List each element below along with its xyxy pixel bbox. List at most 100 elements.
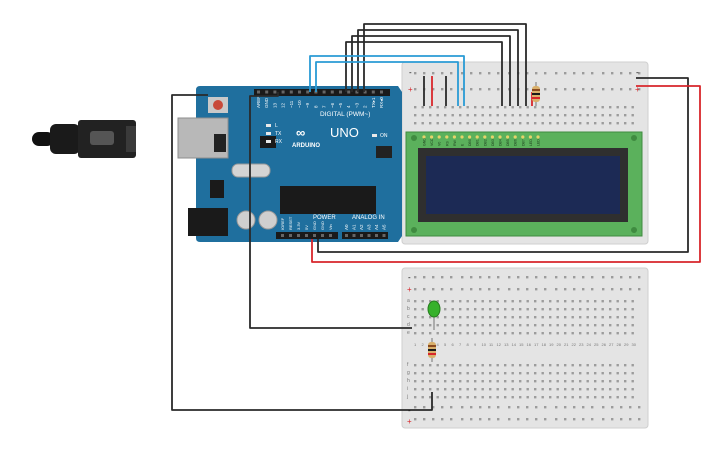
rail-hole[interactable] bbox=[497, 418, 500, 421]
row-hole[interactable] bbox=[414, 372, 417, 375]
row-hole[interactable] bbox=[444, 380, 447, 383]
row-hole[interactable] bbox=[489, 388, 492, 391]
row-hole[interactable] bbox=[631, 324, 634, 327]
analog-pin[interactable] bbox=[345, 234, 348, 237]
row-hole[interactable] bbox=[444, 114, 447, 117]
row-hole[interactable] bbox=[474, 396, 477, 399]
row-hole[interactable] bbox=[526, 316, 529, 319]
row-hole[interactable] bbox=[594, 332, 597, 335]
row-hole[interactable] bbox=[421, 324, 424, 327]
rail-hole[interactable] bbox=[414, 288, 417, 291]
row-hole[interactable] bbox=[504, 372, 507, 375]
rail-hole[interactable] bbox=[497, 406, 500, 409]
row-hole[interactable] bbox=[594, 396, 597, 399]
row-hole[interactable] bbox=[436, 106, 439, 109]
rail-hole[interactable] bbox=[461, 72, 464, 75]
row-hole[interactable] bbox=[594, 388, 597, 391]
row-hole[interactable] bbox=[579, 396, 582, 399]
row-hole[interactable] bbox=[436, 300, 439, 303]
row-hole[interactable] bbox=[601, 388, 604, 391]
power-pin[interactable] bbox=[289, 234, 292, 237]
row-hole[interactable] bbox=[549, 380, 552, 383]
rail-hole[interactable] bbox=[450, 72, 453, 75]
digital-pin[interactable] bbox=[289, 90, 293, 94]
rail-hole[interactable] bbox=[591, 88, 594, 91]
row-hole[interactable] bbox=[526, 332, 529, 335]
rail-hole[interactable] bbox=[470, 418, 473, 421]
row-hole[interactable] bbox=[594, 316, 597, 319]
rail-hole[interactable] bbox=[470, 72, 473, 75]
resistor-bottom[interactable] bbox=[428, 338, 436, 362]
rail-hole[interactable] bbox=[414, 276, 417, 279]
row-hole[interactable] bbox=[601, 114, 604, 117]
rail-hole[interactable] bbox=[611, 276, 614, 279]
row-hole[interactable] bbox=[421, 114, 424, 117]
row-hole[interactable] bbox=[541, 114, 544, 117]
row-hole[interactable] bbox=[616, 372, 619, 375]
row-hole[interactable] bbox=[474, 324, 477, 327]
rail-hole[interactable] bbox=[432, 288, 435, 291]
lcd-pin[interactable] bbox=[513, 135, 517, 139]
row-hole[interactable] bbox=[421, 372, 424, 375]
rail-hole[interactable] bbox=[461, 276, 464, 279]
rail-hole[interactable] bbox=[423, 276, 426, 279]
row-hole[interactable] bbox=[489, 122, 492, 125]
row-hole[interactable] bbox=[586, 114, 589, 117]
rail-hole[interactable] bbox=[441, 72, 444, 75]
row-hole[interactable] bbox=[616, 114, 619, 117]
lcd-pin[interactable] bbox=[483, 135, 487, 139]
rail-hole[interactable] bbox=[629, 276, 632, 279]
row-hole[interactable] bbox=[496, 372, 499, 375]
row-hole[interactable] bbox=[519, 114, 522, 117]
row-hole[interactable] bbox=[609, 396, 612, 399]
row-hole[interactable] bbox=[496, 332, 499, 335]
row-hole[interactable] bbox=[489, 308, 492, 311]
row-hole[interactable] bbox=[496, 300, 499, 303]
row-hole[interactable] bbox=[421, 316, 424, 319]
row-hole[interactable] bbox=[556, 364, 559, 367]
rail-hole[interactable] bbox=[526, 72, 529, 75]
rail-hole[interactable] bbox=[470, 406, 473, 409]
row-hole[interactable] bbox=[511, 324, 514, 327]
rail-hole[interactable] bbox=[611, 288, 614, 291]
row-hole[interactable] bbox=[436, 122, 439, 125]
rail-hole[interactable] bbox=[629, 88, 632, 91]
row-hole[interactable] bbox=[459, 332, 462, 335]
row-hole[interactable] bbox=[571, 122, 574, 125]
row-hole[interactable] bbox=[459, 316, 462, 319]
row-hole[interactable] bbox=[571, 308, 574, 311]
rail-hole[interactable] bbox=[526, 418, 529, 421]
row-hole[interactable] bbox=[556, 396, 559, 399]
row-hole[interactable] bbox=[601, 316, 604, 319]
row-hole[interactable] bbox=[526, 122, 529, 125]
resistor-top[interactable] bbox=[532, 82, 540, 106]
row-hole[interactable] bbox=[421, 396, 424, 399]
rail-hole[interactable] bbox=[497, 288, 500, 291]
digital-pin[interactable] bbox=[347, 90, 351, 94]
rail-hole[interactable] bbox=[508, 288, 511, 291]
row-hole[interactable] bbox=[571, 324, 574, 327]
breadboard-bottom[interactable]: 1234567891011121314151617181920212223242… bbox=[401, 267, 649, 429]
row-hole[interactable] bbox=[459, 380, 462, 383]
row-hole[interactable] bbox=[496, 324, 499, 327]
analog-pin[interactable] bbox=[360, 234, 363, 237]
wires[interactable] bbox=[171, 23, 701, 411]
rail-hole[interactable] bbox=[620, 276, 623, 279]
rail-hole[interactable] bbox=[488, 88, 491, 91]
row-hole[interactable] bbox=[594, 114, 597, 117]
row-hole[interactable] bbox=[466, 324, 469, 327]
row-hole[interactable] bbox=[511, 122, 514, 125]
rail-hole[interactable] bbox=[432, 418, 435, 421]
row-hole[interactable] bbox=[459, 364, 462, 367]
lcd-pin[interactable] bbox=[452, 135, 456, 139]
row-hole[interactable] bbox=[496, 396, 499, 399]
row-hole[interactable] bbox=[429, 332, 432, 335]
row-hole[interactable] bbox=[601, 372, 604, 375]
row-hole[interactable] bbox=[586, 396, 589, 399]
row-hole[interactable] bbox=[609, 106, 612, 109]
rail-hole[interactable] bbox=[555, 88, 558, 91]
row-hole[interactable] bbox=[564, 372, 567, 375]
row-hole[interactable] bbox=[571, 380, 574, 383]
rail-hole[interactable] bbox=[573, 406, 576, 409]
row-hole[interactable] bbox=[556, 324, 559, 327]
